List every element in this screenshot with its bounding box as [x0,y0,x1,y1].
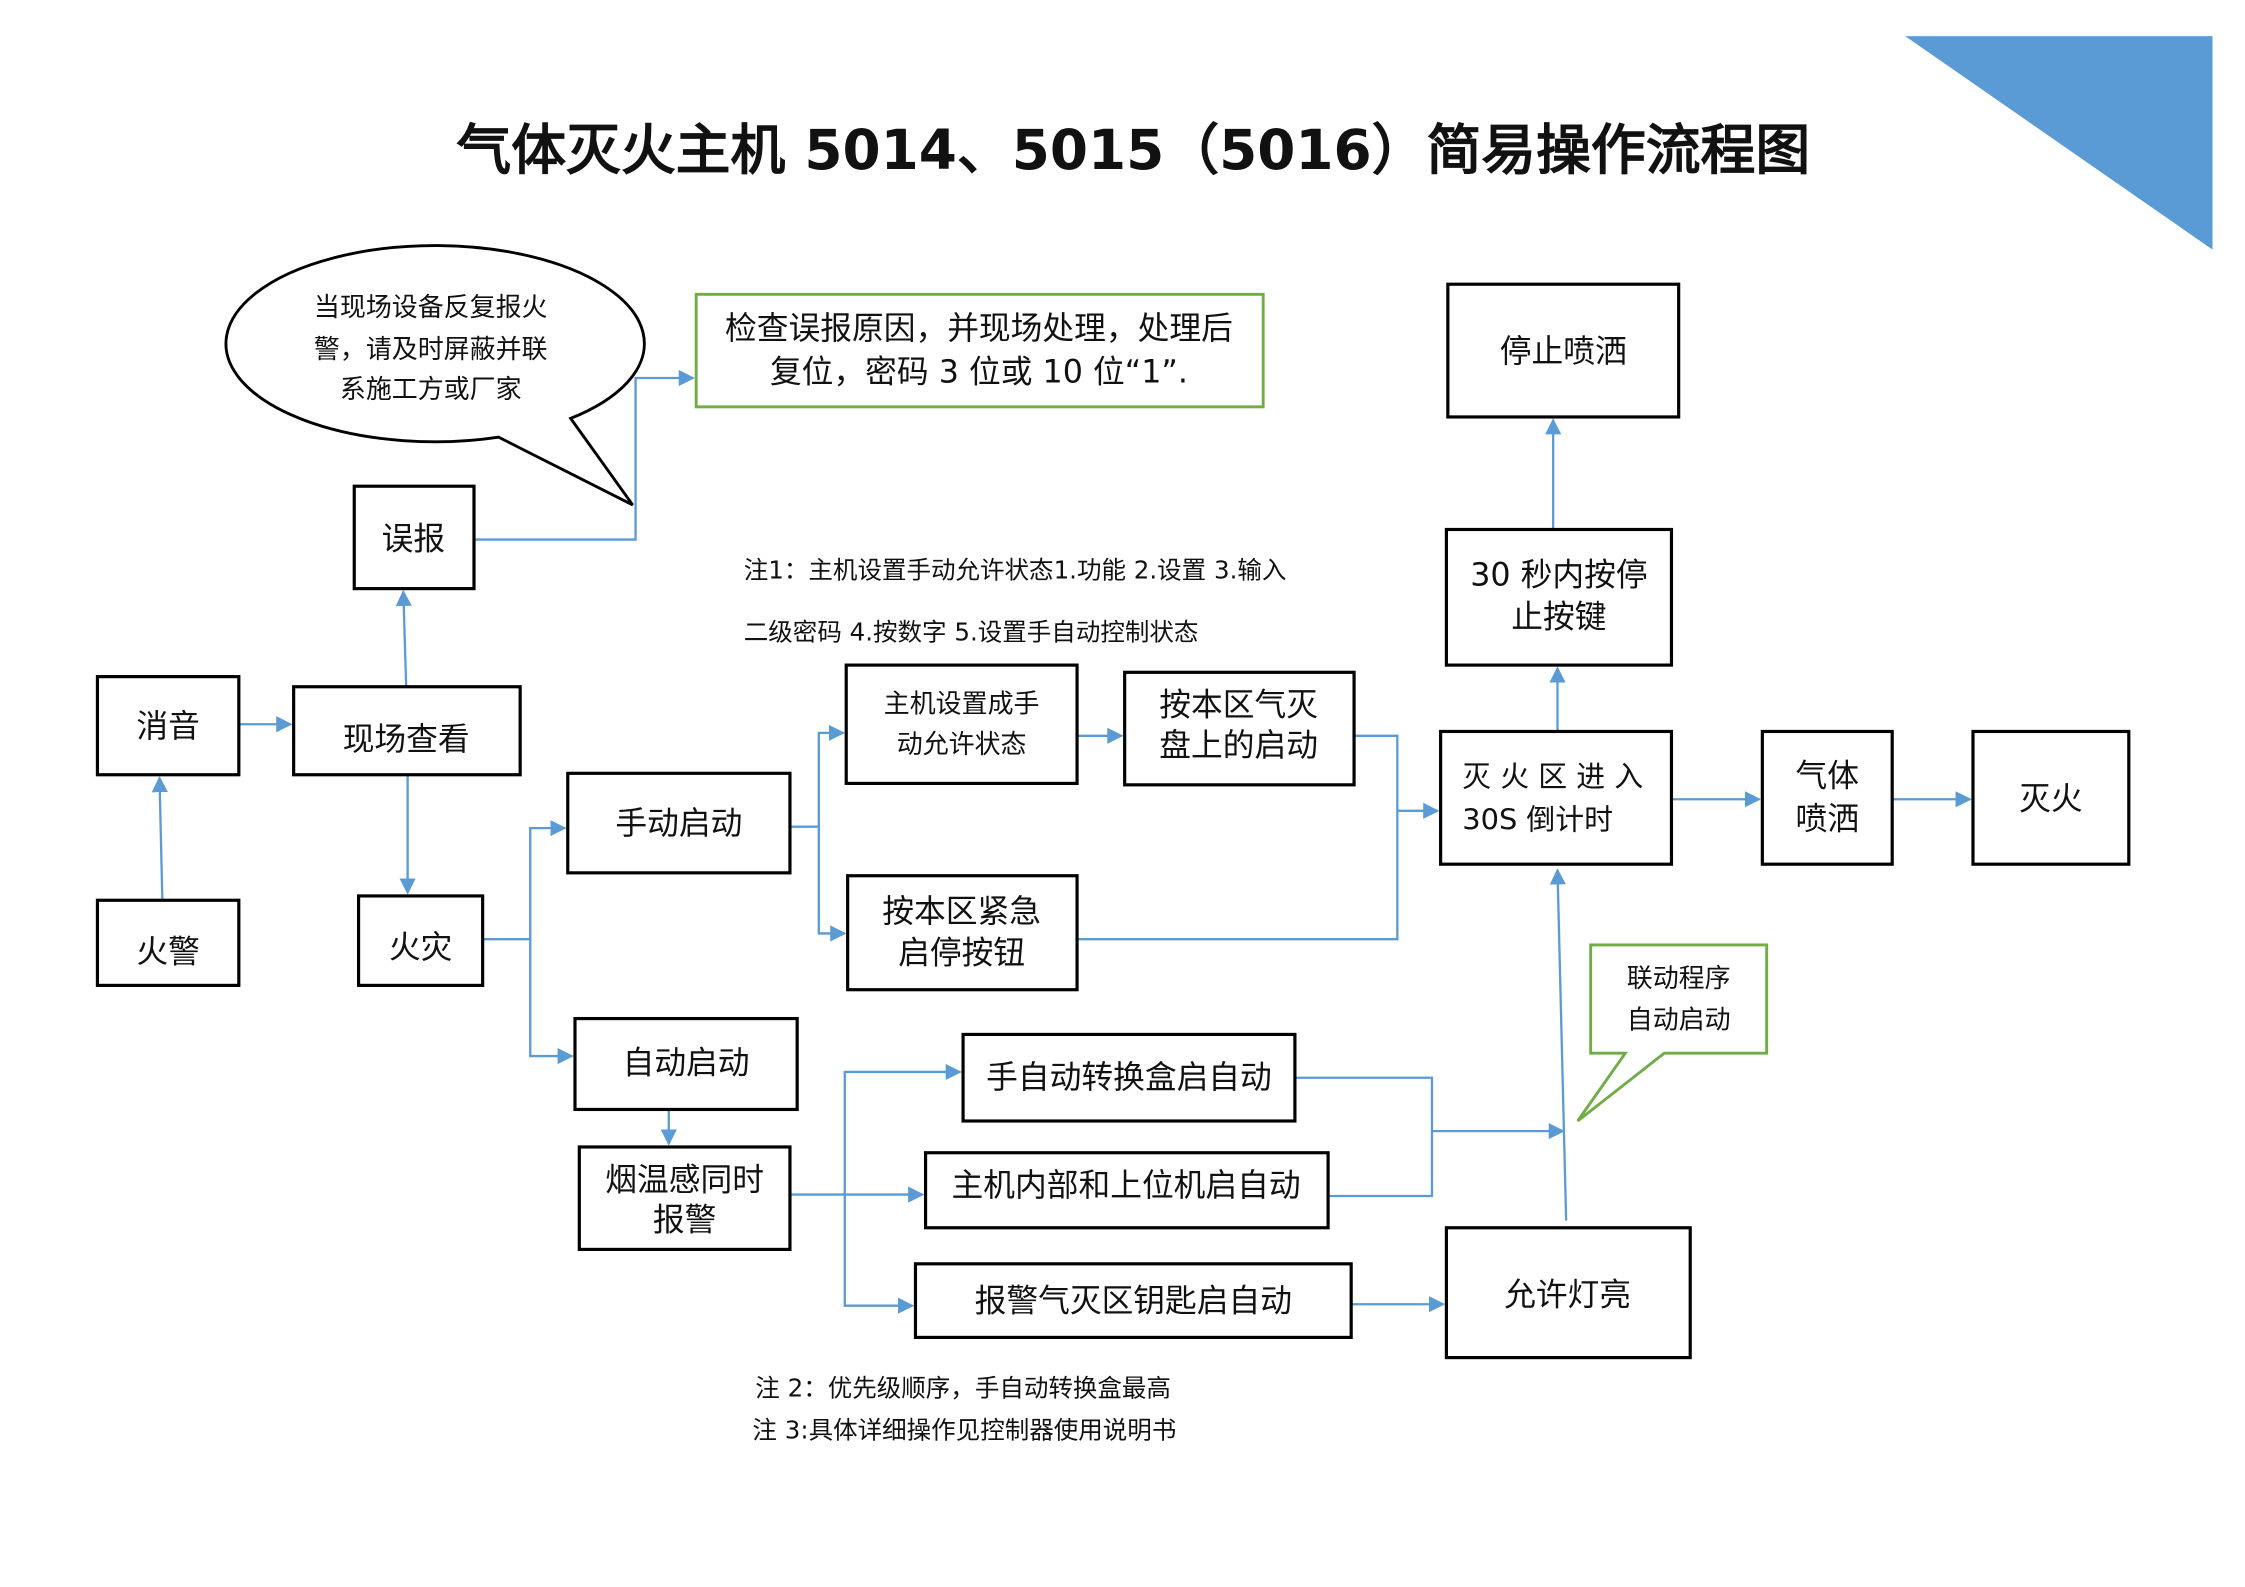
node-allow-light: 允许灯亮 [1444,1226,1692,1360]
page-title: 气体灭火主机 5014、5015（5016）简易操作流程图 [456,118,1810,182]
svg-text:复位，密码 3 位或 10 位“1”.: 复位，密码 3 位或 10 位“1”. [770,354,1188,390]
svg-text:动允许状态: 动允许状态 [897,730,1027,760]
svg-text:当现场设备反复报火: 当现场设备反复报火 [314,293,548,323]
svg-text:检查误报原因，并现场处理，处理后: 检查误报原因，并现场处理，处理后 [725,311,1233,347]
svg-text:警，请及时屏蔽并联: 警，请及时屏蔽并联 [314,335,548,365]
node-host-internal: 主机内部和上位机启自动 [923,1151,1330,1230]
svg-text:主机设置成手: 主机设置成手 [884,690,1040,720]
node-stop-spray: 停止喷洒 [1446,282,1681,419]
svg-text:启停按钮: 启停按钮 [898,936,1025,972]
node-auto-start: 自动启动 [573,1016,799,1112]
node-fire: 火灾 [356,894,485,987]
node-inspect: 现场查看 [292,685,522,777]
connectors [151,369,1972,1314]
warning-bubble: 当现场设备反复报火 警，请及时屏蔽并联 系施工方或厂家 [224,244,646,507]
note3: 注 3:具体详细操作见控制器使用说明书 [752,1415,1176,1444]
note1-line1: 注1：主机设置手动允许状态1.功能 2.设置 3.输入 [744,556,1287,585]
corner-decoration [1905,36,2213,250]
svg-text:按本区紧急: 按本区紧急 [882,894,1041,930]
svg-text:现场查看: 现场查看 [343,722,470,758]
svg-text:30 秒内按停: 30 秒内按停 [1470,558,1647,594]
linkage-note: 联动程序 自动启动 [1576,943,1769,1123]
svg-text:手动启动: 手动启动 [615,806,742,842]
node-switch-box: 手自动转换盒启自动 [961,1032,1297,1123]
svg-text:停止喷洒: 停止喷洒 [1500,334,1627,370]
svg-text:火灾: 火灾 [389,930,452,966]
svg-text:主机内部和上位机启自动: 主机内部和上位机启自动 [952,1168,1301,1204]
svg-text:30S 倒计时: 30S 倒计时 [1462,803,1613,837]
svg-text:系施工方或厂家: 系施工方或厂家 [340,375,522,405]
svg-text:报警: 报警 [653,1203,716,1239]
node-fire-alarm: 火警 [95,898,241,987]
svg-text:火警: 火警 [136,934,199,970]
svg-text:按本区气灭: 按本区气灭 [1159,688,1318,724]
svg-text:烟温感同时: 烟温感同时 [605,1162,764,1198]
svg-text:自动启动: 自动启动 [623,1045,750,1081]
node-silence: 消音 [95,675,241,777]
svg-text:灭火: 灭火 [2019,781,2082,817]
node-extinguish: 灭火 [1971,729,2131,866]
svg-text:手自动转换盒启自动: 手自动转换盒启自动 [986,1060,1272,1096]
note2: 注 2：优先级顺序，手自动转换盒最高 [755,1374,1171,1403]
svg-text:喷洒: 喷洒 [1796,802,1859,838]
svg-text:自动启动: 自动启动 [1627,1006,1731,1036]
node-countdown: 灭 火 区 进 入 30S 倒计时 [1439,729,1674,866]
svg-text:允许灯亮: 允许灯亮 [1504,1278,1631,1314]
svg-text:气体: 气体 [1796,758,1859,794]
false-alarm-note: 检查误报原因，并现场处理，处理后 复位，密码 3 位或 10 位“1”. [694,292,1265,409]
note1-line2: 二级密码 4.按数字 5.设置手自动控制状态 [744,618,1199,647]
svg-text:盘上的启动: 盘上的启动 [1159,728,1318,764]
node-manual-start: 手动启动 [566,771,792,875]
svg-text:报警气灭区钥匙启自动: 报警气灭区钥匙启自动 [975,1283,1292,1319]
svg-text:联动程序: 联动程序 [1627,964,1731,994]
node-key-auto: 报警气灭区钥匙启自动 [913,1262,1353,1339]
node-false-alarm: 误报 [352,484,476,591]
svg-text:灭 火 区 进 入: 灭 火 区 进 入 [1462,759,1643,793]
svg-text:消音: 消音 [136,709,199,745]
svg-text:误报: 误报 [382,522,445,558]
svg-text:止按键: 止按键 [1511,600,1606,636]
